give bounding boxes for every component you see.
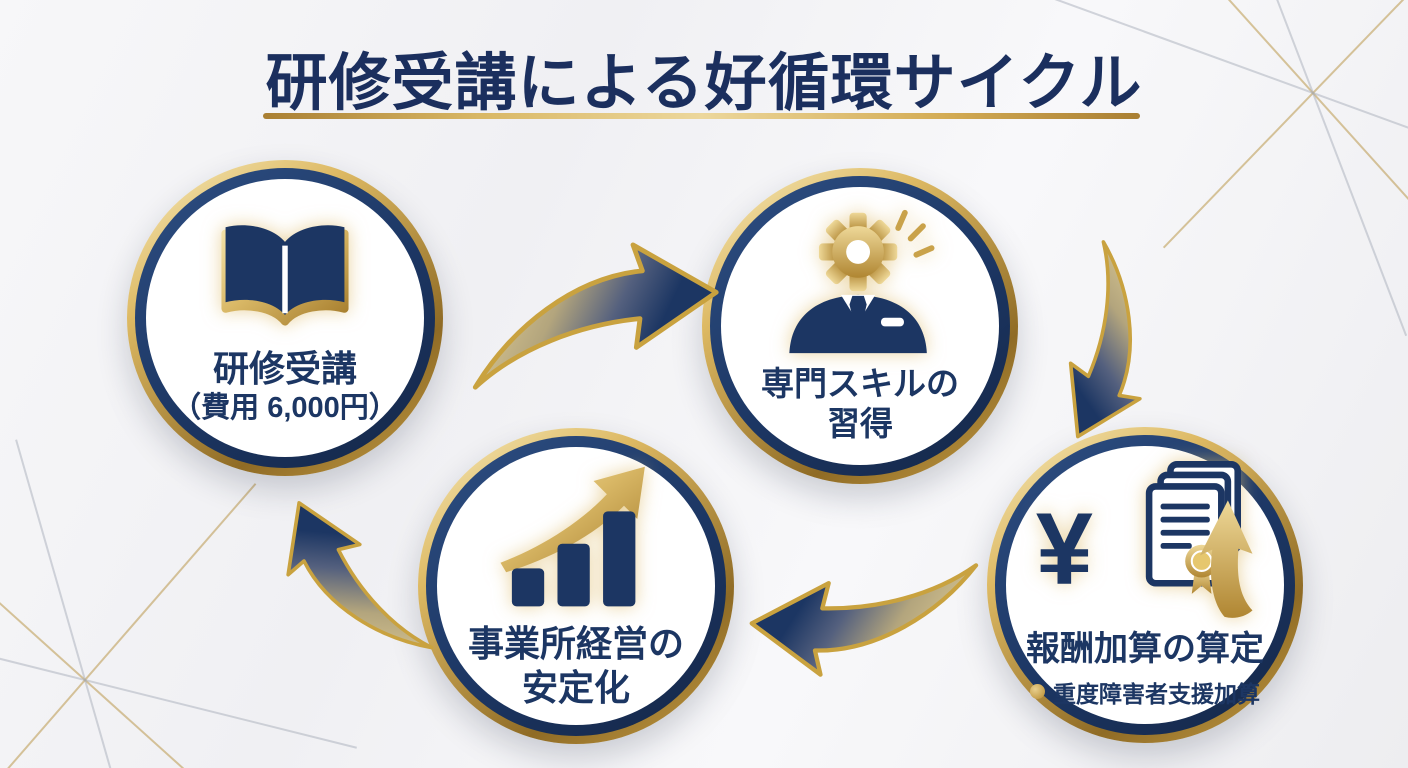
growth-arrow-icon (500, 466, 645, 573)
person-gear-icon (789, 209, 935, 353)
growth-bars-icon (500, 466, 645, 607)
sparkle-rays-icon (895, 209, 935, 258)
yen-certificates-icon: ¥ (1036, 461, 1253, 619)
node-sublabel: 習得 (827, 405, 893, 442)
node-label: 研修受講 (212, 348, 357, 390)
page-title: 研修受講による好循環サイクル (265, 49, 1143, 118)
decor-line-gold (0, 483, 257, 768)
node-bullet-label: 重度障害者支援加算 (1053, 680, 1260, 707)
up-arrow-icon (1199, 500, 1253, 619)
node-label: 報酬加算の算定 (1026, 630, 1264, 669)
cycle-arrow-compensation-to-stability (739, 543, 985, 717)
decor-line-gold (1124, 0, 1408, 302)
cycle-node-stability: 事業所経営の 安定化 (418, 428, 734, 744)
title-underline (263, 113, 1140, 119)
cycle-arrow-skills-to-compensation (1013, 232, 1222, 473)
award-ribbon-icon (1185, 544, 1219, 595)
decor-line-gray (15, 439, 155, 768)
open-book-icon (221, 225, 349, 326)
node-face: 研修受講 （費用 6,000円） (146, 179, 424, 457)
cycle-node-training: 研修受講 （費用 6,000円） (127, 160, 443, 476)
cycle-arrow-training-to-skills (454, 201, 732, 400)
cycle-arrow-stability-to-training (233, 468, 442, 709)
node-sublabel: 安定化 (521, 667, 630, 708)
node-sublabel: （費用 6,000円） (172, 392, 398, 425)
cycle-node-skills: 専門スキルの 習得 (702, 168, 1018, 484)
node-face: ¥ 報酬加算の算定 (1006, 446, 1284, 724)
node-label: 専門スキルの (761, 364, 959, 402)
bullet-dot (1030, 684, 1045, 700)
decor-line-gold (1162, 0, 1408, 249)
cycle-node-compensation: ¥ 報酬加算の算定 (987, 427, 1303, 743)
node-face: 事業所経営の 安定化 (437, 447, 715, 725)
node-face: 専門スキルの 習得 (721, 187, 999, 465)
node-label: 事業所経営の (467, 623, 684, 665)
svg-text:¥: ¥ (1036, 491, 1093, 606)
